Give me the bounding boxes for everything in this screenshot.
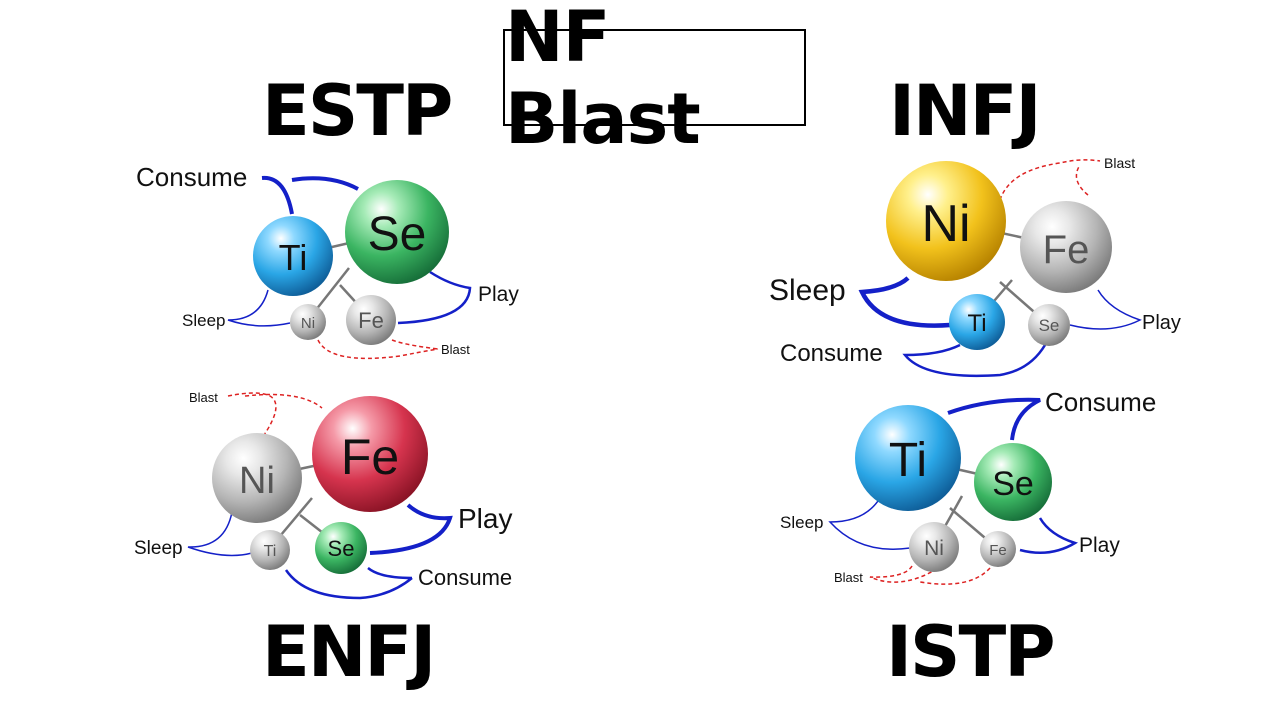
svg-text:Ti: Ti (967, 310, 986, 337)
play-label: Play (478, 283, 519, 306)
ti-ball: Ti (949, 294, 1005, 350)
fe-ball: Fe (346, 295, 396, 345)
sleep-label: Sleep (182, 311, 225, 330)
blast-label: Blast (1104, 155, 1135, 171)
diagram-infj: Ni Fe Ti Se Blast Sleep Consume Play (769, 155, 1181, 378)
type-label-infj: INFJ (889, 70, 1041, 152)
svg-text:Fe: Fe (989, 542, 1007, 559)
type-label-estp: ESTP (262, 70, 453, 152)
type-label-istp: ISTP (886, 611, 1056, 693)
ti-ball: Ti (855, 405, 961, 511)
svg-text:Se: Se (992, 465, 1034, 503)
play-bracket (1069, 289, 1142, 330)
sleep-bracket (828, 497, 911, 550)
svg-text:Fe: Fe (341, 429, 399, 485)
consume-label: Consume (780, 340, 883, 367)
play-bracket (369, 503, 453, 555)
svg-text:Fe: Fe (1043, 228, 1090, 272)
consume-bracket (947, 397, 1041, 441)
sleep-bracket (187, 511, 253, 557)
ni-ball: Ni (909, 522, 959, 572)
svg-text:Se: Se (328, 536, 355, 561)
play-label: Play (458, 503, 512, 534)
blast-bracket (317, 339, 439, 360)
sleep-label: Sleep (769, 274, 846, 307)
svg-text:Ti: Ti (264, 543, 277, 560)
svg-text:Fe: Fe (358, 308, 384, 333)
svg-text:Ti: Ti (889, 434, 927, 487)
svg-text:Ti: Ti (279, 237, 308, 278)
consume-bracket (284, 566, 413, 600)
svg-text:Se: Se (1039, 316, 1060, 335)
svg-text:Ni: Ni (301, 315, 315, 332)
ni-ball: Ni (290, 304, 326, 340)
blast-bracket (869, 565, 991, 585)
blast-bracket (227, 392, 323, 439)
svg-text:Ni: Ni (921, 195, 970, 253)
diagram-estp: Se Ti Fe Ni Consume Play Sleep Blast (136, 162, 519, 360)
ni-ball: Ni (886, 161, 1006, 281)
svg-text:Ni: Ni (924, 537, 944, 560)
svg-text:Ni: Ni (239, 460, 275, 502)
consume-bracket (902, 343, 1047, 378)
sleep-label: Sleep (134, 538, 183, 559)
diagram-enfj: Fe Ni Se Ti Blast Play Sleep Consume (134, 390, 512, 600)
svg-text:Se: Se (368, 208, 427, 261)
consume-label: Consume (136, 162, 247, 192)
sleep-bracket (227, 289, 291, 327)
consume-label: Consume (1045, 387, 1156, 417)
blast-bracket (999, 159, 1101, 201)
play-bracket (1019, 517, 1079, 555)
sleep-bracket (858, 276, 951, 328)
play-label: Play (1142, 312, 1181, 334)
consume-label: Consume (418, 565, 512, 590)
diagram-istp: Ti Se Ni Fe Consume Play Sleep Blast (780, 387, 1156, 585)
type-label-enfj: ENFJ (262, 611, 436, 693)
fe-ball: Fe (1020, 201, 1112, 293)
blast-label: Blast (189, 390, 218, 405)
ti-ball: Ti (250, 530, 290, 570)
blast-label: Blast (441, 342, 470, 357)
ni-ball: Ni (212, 433, 302, 523)
se-ball: Se (345, 180, 449, 284)
fe-ball: Fe (980, 531, 1016, 567)
fe-ball: Fe (312, 396, 428, 512)
play-bracket (397, 270, 472, 325)
blast-label: Blast (834, 570, 863, 585)
ti-ball: Ti (253, 216, 333, 296)
se-ball: Se (315, 522, 367, 574)
se-ball: Se (974, 443, 1052, 521)
sleep-label: Sleep (780, 513, 823, 532)
consume-bracket (261, 175, 359, 215)
play-label: Play (1079, 534, 1120, 557)
se-ball: Se (1028, 304, 1070, 346)
